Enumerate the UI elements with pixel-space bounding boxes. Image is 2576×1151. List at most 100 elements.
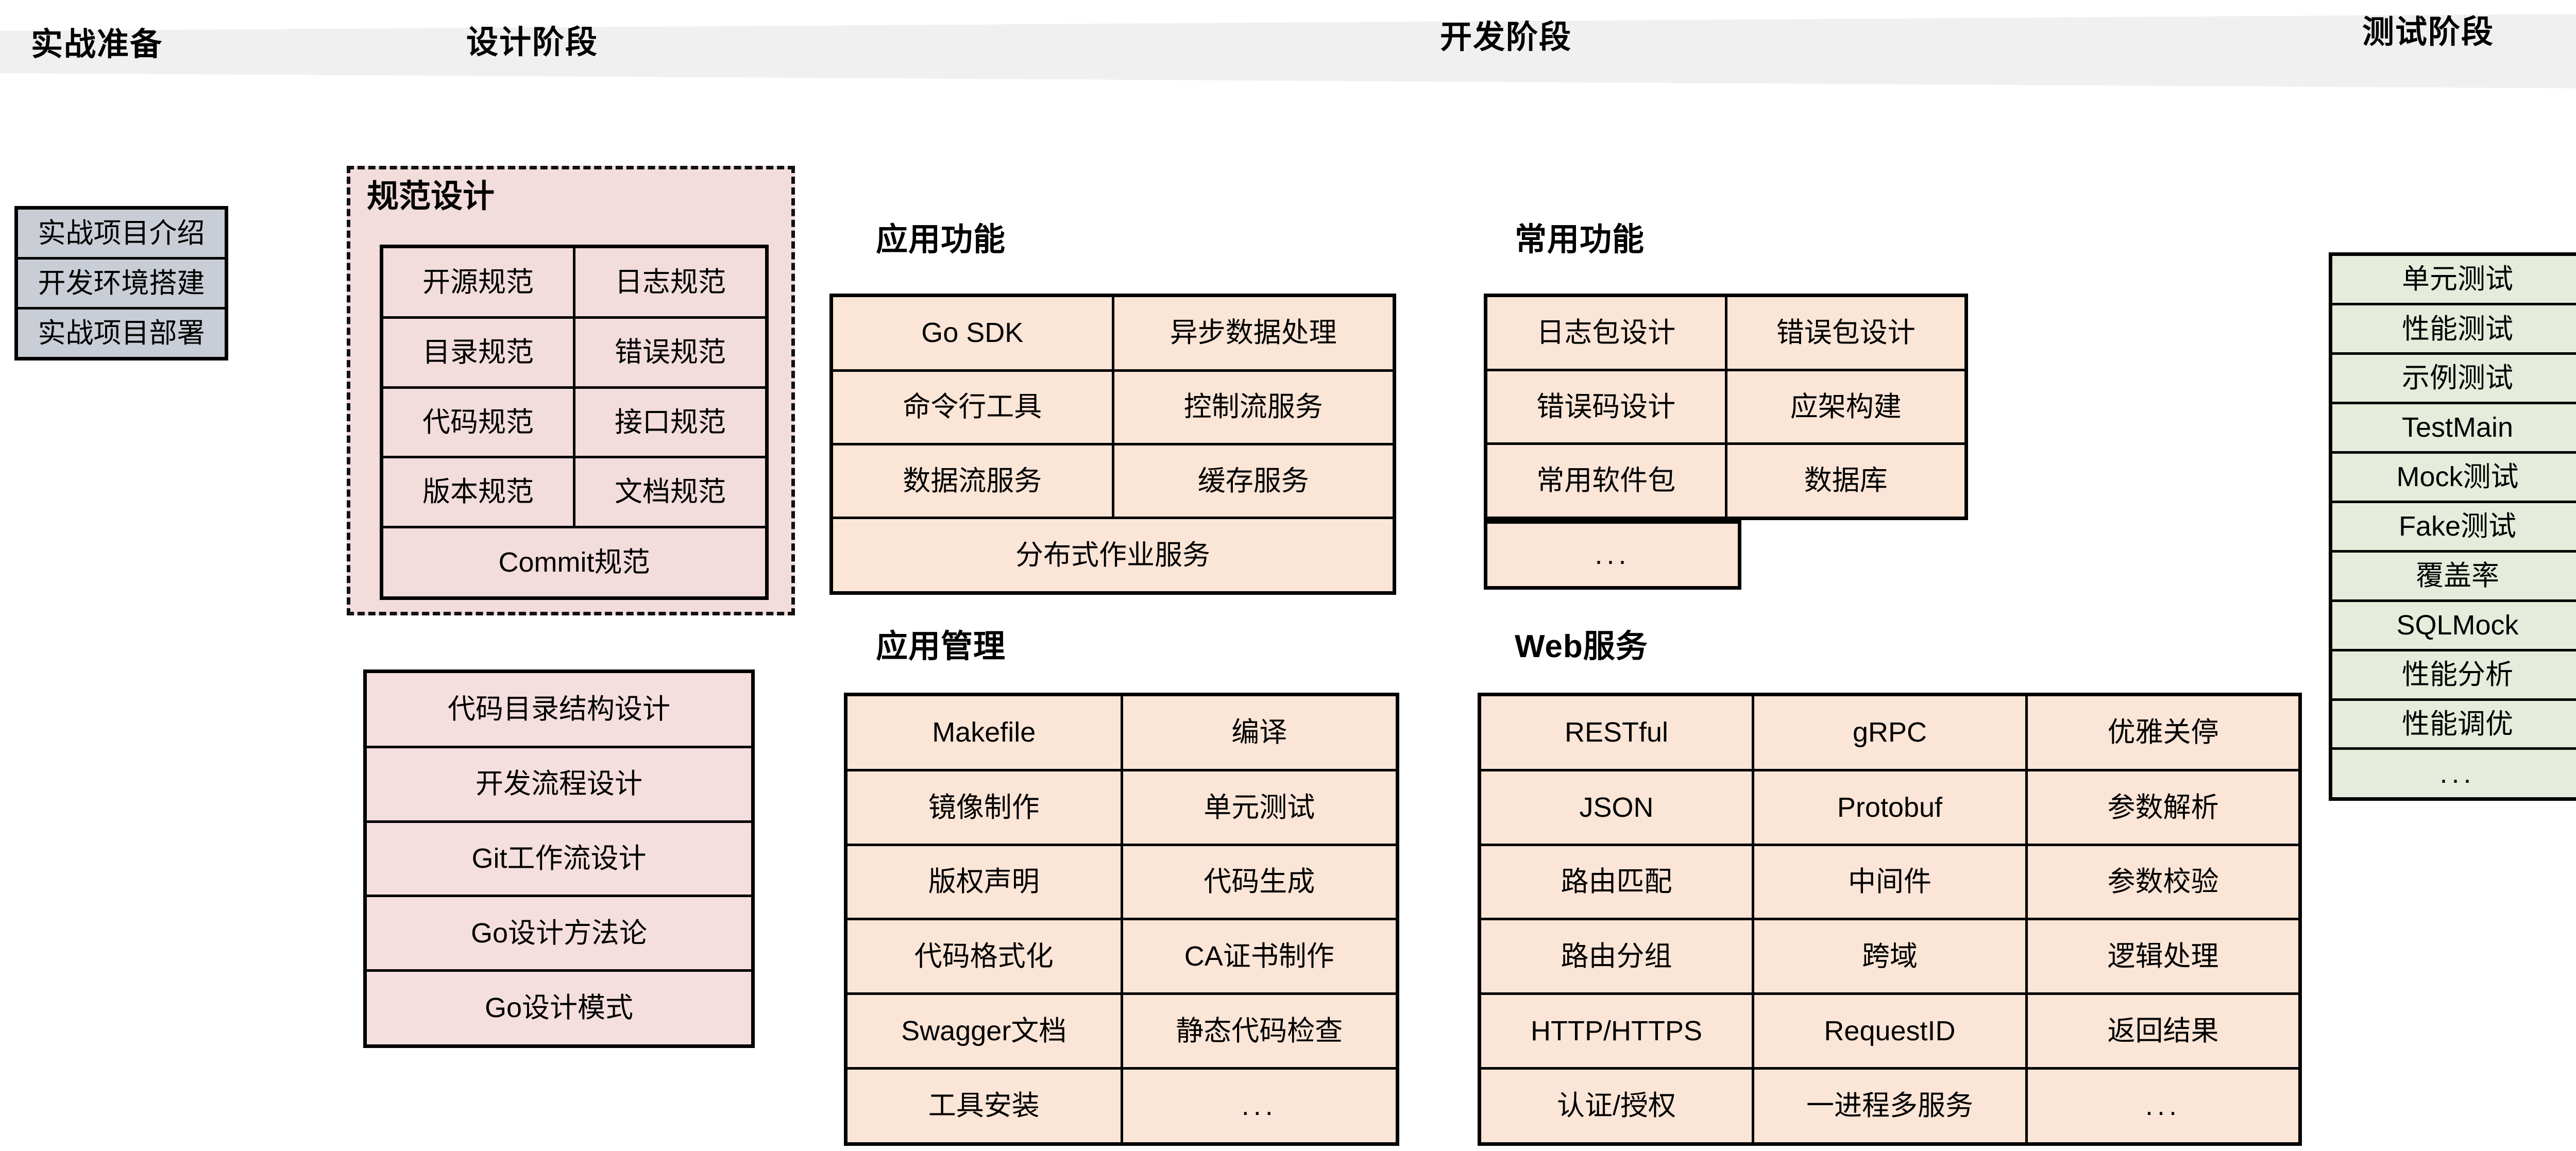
appman-cell-r1c1[interactable]: 单元测试 [1120, 769, 1399, 846]
common-cell-r1c1[interactable]: 应架构建 [1724, 369, 1968, 445]
table-row[interactable]: 目录规范 错误规范 [380, 316, 768, 389]
prep-item-0[interactable]: 实战项目介绍 [15, 206, 228, 260]
table-row[interactable]: 版权声明 代码生成 [844, 843, 1399, 921]
spec-cell-r3c0[interactable]: 版本规范 [380, 456, 575, 529]
table-row[interactable]: 命令行工具 控制流服务 [830, 369, 1396, 445]
web-cell-r0c1[interactable]: gRPC [1752, 693, 2028, 772]
design-item-3[interactable]: Go设计方法论 [364, 895, 754, 972]
web-cell-r2c2[interactable]: 参数校验 [2025, 843, 2301, 921]
spec-cell-r1c0[interactable]: 目录规范 [380, 316, 575, 389]
common-cell-r2c1[interactable]: 数据库 [1724, 442, 1968, 520]
table-row[interactable]: Git工作流设计 [364, 820, 754, 898]
test-item-9[interactable]: 性能调优 [2329, 698, 2576, 750]
table-row[interactable]: 性能测试 [2329, 303, 2576, 355]
prep-item-2[interactable]: 实战项目部署 [15, 306, 228, 360]
spec-cell-r1c1[interactable]: 错误规范 [573, 316, 768, 389]
table-row[interactable]: 实战项目介绍 [15, 206, 228, 260]
table-row[interactable]: RESTful gRPC 优雅关停 [1478, 693, 2301, 772]
table-row[interactable]: 常用软件包 数据库 [1484, 442, 1968, 520]
web-cell-r3c2[interactable]: 逻辑处理 [2025, 918, 2301, 995]
table-row[interactable]: Mock测试 [2329, 451, 2576, 504]
web-cell-r3c1[interactable]: 跨域 [1752, 918, 2028, 995]
table-row[interactable]: 路由分组 跨域 逻辑处理 [1478, 918, 2301, 995]
common-cell-r0c0[interactable]: 日志包设计 [1484, 294, 1727, 372]
table-row[interactable]: 分布式作业服务 [830, 517, 1396, 594]
test-item-7[interactable]: SQLMock [2329, 599, 2576, 651]
table-row[interactable]: HTTP/HTTPS RequestID 返回结果 [1478, 992, 2301, 1070]
test-item-2[interactable]: 示例测试 [2329, 352, 2576, 405]
appfeat-cell-r2c0[interactable]: 数据流服务 [830, 442, 1114, 520]
test-item-1[interactable]: 性能测试 [2329, 303, 2576, 355]
table-row[interactable]: 开源规范 日志规范 [380, 245, 768, 319]
table-row[interactable]: 日志包设计 错误包设计 [1484, 294, 1968, 372]
spec-cell-r3c1[interactable]: 文档规范 [573, 456, 768, 529]
spec-cell-r2c0[interactable]: 代码规范 [380, 386, 575, 459]
web-cell-r4c0[interactable]: HTTP/HTTPS [1478, 992, 1754, 1070]
table-row[interactable]: 实战项目部署 [15, 306, 228, 360]
table-row[interactable]: 版本规范 文档规范 [380, 456, 768, 529]
appfeat-cell-distributed[interactable]: 分布式作业服务 [830, 517, 1396, 594]
table-row[interactable]: JSON Protobuf 参数解析 [1478, 769, 2301, 846]
appman-cell-r2c0[interactable]: 版权声明 [844, 843, 1123, 921]
table-row[interactable]: Go设计模式 [364, 969, 754, 1048]
web-cell-r5c2[interactable]: ... [2025, 1067, 2301, 1146]
common-cell-ellipsis[interactable]: ... [1484, 521, 1741, 589]
prep-item-1[interactable]: 开发环境搭建 [15, 257, 228, 310]
table-row[interactable]: Swagger文档 静态代码检查 [844, 992, 1399, 1070]
table-row[interactable]: Go设计方法论 [364, 895, 754, 972]
test-item-8[interactable]: 性能分析 [2329, 648, 2576, 701]
design-item-2[interactable]: Git工作流设计 [364, 820, 754, 898]
table-row[interactable]: 数据流服务 缓存服务 [830, 442, 1396, 520]
web-cell-r3c0[interactable]: 路由分组 [1478, 918, 1754, 995]
table-row[interactable]: 示例测试 [2329, 352, 2576, 405]
table-row[interactable]: 认证/授权 一进程多服务 ... [1478, 1067, 2301, 1146]
appman-cell-r4c1[interactable]: 静态代码检查 [1120, 992, 1399, 1070]
common-cell-r1c0[interactable]: 错误码设计 [1484, 369, 1727, 445]
web-cell-r2c1[interactable]: 中间件 [1752, 843, 2028, 921]
appman-cell-r4c0[interactable]: Swagger文档 [844, 992, 1123, 1070]
web-cell-r4c1[interactable]: RequestID [1752, 992, 2028, 1070]
table-row[interactable]: 开发环境搭建 [15, 257, 228, 310]
spec-cell-r2c1[interactable]: 接口规范 [573, 386, 768, 459]
appfeat-cell-r0c0[interactable]: Go SDK [830, 294, 1114, 372]
table-row[interactable]: 工具安装 ... [844, 1067, 1399, 1146]
test-item-6[interactable]: 覆盖率 [2329, 549, 2576, 602]
table-row[interactable]: ... [1484, 521, 1741, 589]
web-cell-r2c0[interactable]: 路由匹配 [1478, 843, 1754, 921]
stage-label-3[interactable]: 测试阶段 [2362, 14, 2495, 50]
appman-cell-r0c1[interactable]: 编译 [1120, 693, 1399, 772]
stage-label-1[interactable]: 设计阶段 [466, 25, 599, 60]
table-row[interactable]: ... [2329, 747, 2576, 800]
appfeat-cell-r2c1[interactable]: 缓存服务 [1111, 442, 1396, 520]
appman-cell-r5c0[interactable]: 工具安装 [844, 1067, 1123, 1146]
table-row[interactable]: 代码格式化 CA证书制作 [844, 918, 1399, 995]
stage-label-0[interactable]: 实战准备 [31, 27, 163, 62]
test-item-5[interactable]: Fake测试 [2329, 501, 2576, 553]
test-item-4[interactable]: Mock测试 [2329, 451, 2576, 504]
table-row[interactable]: 镜像制作 单元测试 [844, 769, 1399, 846]
appfeat-cell-r1c0[interactable]: 命令行工具 [830, 369, 1114, 445]
design-item-4[interactable]: Go设计模式 [364, 969, 754, 1048]
test-item-3[interactable]: TestMain [2329, 402, 2576, 454]
table-row[interactable]: Go SDK 异步数据处理 [830, 294, 1396, 372]
common-cell-r2c0[interactable]: 常用软件包 [1484, 442, 1727, 520]
web-cell-r0c0[interactable]: RESTful [1478, 693, 1754, 772]
appfeat-cell-r1c1[interactable]: 控制流服务 [1111, 369, 1396, 445]
table-row[interactable]: 路由匹配 中间件 参数校验 [1478, 843, 2301, 921]
design-item-1[interactable]: 开发流程设计 [364, 746, 754, 823]
web-cell-r1c2[interactable]: 参数解析 [2025, 769, 2301, 846]
appman-cell-r2c1[interactable]: 代码生成 [1120, 843, 1399, 921]
table-row[interactable]: SQLMock [2329, 599, 2576, 651]
table-row[interactable]: 代码规范 接口规范 [380, 386, 768, 459]
web-cell-r0c2[interactable]: 优雅关停 [2025, 693, 2301, 772]
web-cell-r5c1[interactable]: 一进程多服务 [1752, 1067, 2028, 1146]
table-row[interactable]: Makefile 编译 [844, 693, 1399, 772]
web-cell-r5c0[interactable]: 认证/授权 [1478, 1067, 1754, 1146]
spec-cell-r0c0[interactable]: 开源规范 [380, 245, 575, 319]
appman-cell-r5c1[interactable]: ... [1120, 1067, 1399, 1146]
web-cell-r1c0[interactable]: JSON [1478, 769, 1754, 846]
table-row[interactable]: Commit规范 [380, 526, 768, 599]
appman-cell-r3c1[interactable]: CA证书制作 [1120, 918, 1399, 995]
table-row[interactable]: 代码目录结构设计 [364, 670, 754, 748]
web-cell-r1c1[interactable]: Protobuf [1752, 769, 2028, 846]
